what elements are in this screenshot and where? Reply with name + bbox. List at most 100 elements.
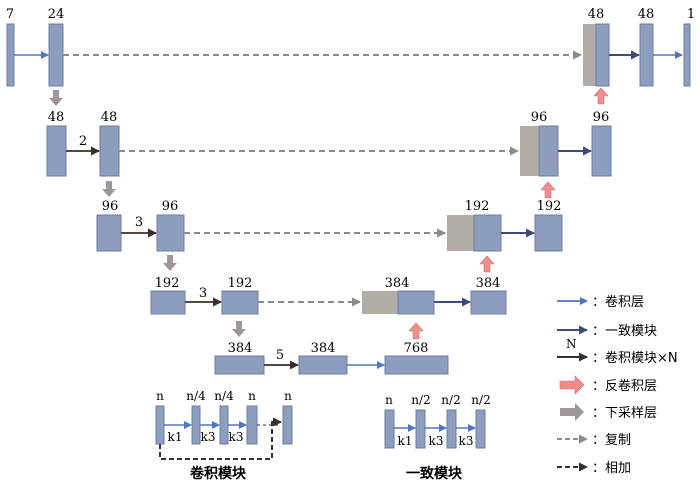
block-l2-concat-up [538, 125, 559, 177]
legend-label-convN: ：卷积模块×N [592, 350, 678, 366]
level-1: 7 24 48 48 1 [6, 7, 695, 87]
consistent-module-kernel-3: k3 [459, 434, 474, 448]
label-l5-b: 384 [311, 341, 336, 356]
downsample-arrow-l1 [49, 90, 63, 106]
block-l3-concat-copy [447, 215, 474, 251]
downsample-arrow-l4 [232, 321, 246, 337]
conv-module-block-2 [191, 405, 201, 445]
consistent-module-title: 一致模块 [406, 465, 463, 482]
block-l2-a [46, 125, 67, 177]
conv-module-ch-2: n/4 [186, 389, 206, 403]
conv-module-kernel-1: k1 [168, 430, 183, 444]
block-l2-b [99, 125, 120, 177]
label-l4-a: 192 [155, 276, 180, 291]
conv-module-block-4 [246, 405, 258, 445]
block-l5-a [214, 355, 265, 375]
label-l5-a: 384 [228, 341, 253, 356]
block-l4-concat-copy [362, 291, 398, 314]
block-l4-b [221, 290, 259, 315]
label-l1-a: 24 [48, 7, 65, 22]
conv-module-ch-5: n [284, 389, 292, 403]
label-l3-b: 96 [162, 199, 179, 214]
consistent-module-block-4 [475, 409, 486, 449]
deconv-arrow-l5 [408, 322, 424, 340]
repeat-l4: 3 [199, 286, 207, 301]
consistent-module-detail: n n/2 n/2 n/2 k1 k3 k3 一致模块 [384, 393, 491, 482]
label-l1-concat: 48 [588, 7, 605, 22]
label-l1-b: 48 [638, 7, 655, 22]
consistent-module-ch-2: n/2 [411, 393, 430, 407]
level-2: 48 48 96 96 2 [46, 110, 612, 177]
deconv-arrow-l4 [479, 255, 495, 273]
legend-icon-deconv [559, 375, 585, 395]
block-l2-concat-copy [520, 126, 539, 176]
legend-label-copy: ：复制 [592, 433, 631, 448]
conv-module-block-5 [282, 405, 293, 445]
legend: ：卷积层 ：一致模块 N ：卷积模块×N ：反卷积层 ：下采样层 ：复制 ：相加 [557, 294, 678, 476]
conv-module-block-3 [219, 405, 229, 445]
block-l3-up [534, 214, 563, 252]
block-l1-b [639, 23, 654, 87]
block-l5-b [298, 355, 348, 375]
label-l3-up: 192 [537, 199, 562, 214]
label-l2-up: 96 [593, 110, 610, 125]
deconv-arrow-l3 [540, 181, 556, 199]
label-l4-concat: 384 [385, 276, 410, 291]
block-l3-a [96, 214, 122, 252]
block-l3-b [156, 214, 185, 252]
consistent-module-kernel-2: k3 [429, 434, 444, 448]
level-4: 192 192 384 384 3 [150, 276, 507, 315]
conv-module-block-1 [155, 405, 165, 445]
conv-module-ch-1: n [156, 389, 164, 403]
block-l1-concat-up [595, 23, 610, 87]
conv-module-kernel-3: k3 [229, 430, 244, 444]
block-l1-input [6, 23, 15, 87]
block-l3-concat-up [473, 214, 502, 252]
consistent-module-block-1 [384, 409, 395, 449]
repeat-l3: 3 [135, 215, 143, 230]
conv-module-ch-4: n [248, 389, 256, 403]
label-l4-b: 192 [228, 276, 253, 291]
legend-label-downsample: ：下采样层 [592, 406, 657, 421]
legend-superscript-n: N [566, 337, 577, 351]
consistent-module-kernel-1: k1 [398, 434, 413, 448]
block-l4-concat-up [397, 290, 435, 315]
legend-icon-downsample [560, 403, 584, 421]
downsample-arrow-l3 [163, 255, 177, 271]
legend-label-deconv: ：反卷积层 [592, 378, 657, 394]
label-l2-a: 48 [48, 110, 65, 125]
block-l4-a [150, 290, 186, 315]
level-3: 96 96 192 192 3 [96, 199, 563, 252]
consistent-module-ch-1: n [385, 393, 393, 407]
block-l1-a [48, 23, 64, 87]
block-l4-up [470, 290, 507, 315]
conv-module-add-arrow [159, 417, 282, 460]
repeat-l5: 5 [276, 348, 284, 363]
conv-module-ch-3: n/4 [214, 389, 234, 403]
deconv-arrow-l2 [593, 87, 609, 105]
legend-label-consistent: ：一致模块 [592, 324, 657, 339]
block-l1-output [683, 23, 691, 87]
consistent-module-block-2 [415, 409, 426, 449]
repeat-l2: 2 [79, 134, 87, 149]
label-l2-b: 48 [101, 110, 118, 125]
label-l5-c: 768 [404, 341, 429, 356]
block-l2-up [591, 125, 612, 177]
label-l1-out: 1 [687, 7, 695, 22]
legend-label-conv: ：卷积层 [592, 294, 644, 310]
consistent-module-block-3 [446, 409, 457, 449]
label-l1-in: 7 [6, 7, 14, 22]
conv-module-detail: n n/4 n/4 n n k1 k3 k3 卷积模块 [155, 389, 293, 482]
consistent-module-ch-4: n/2 [471, 393, 490, 407]
conv-module-kernel-2: k3 [201, 430, 216, 444]
block-l1-concat-copy [583, 24, 596, 86]
block-l5-c [384, 355, 449, 375]
consistent-module-ch-3: n/2 [441, 393, 460, 407]
downsample-arrow-l2 [102, 181, 116, 197]
label-l3-concat: 192 [465, 199, 490, 214]
label-l2-concat: 96 [531, 110, 548, 125]
level-5: 384 384 768 5 [214, 341, 449, 375]
conv-module-title: 卷积模块 [189, 465, 247, 482]
